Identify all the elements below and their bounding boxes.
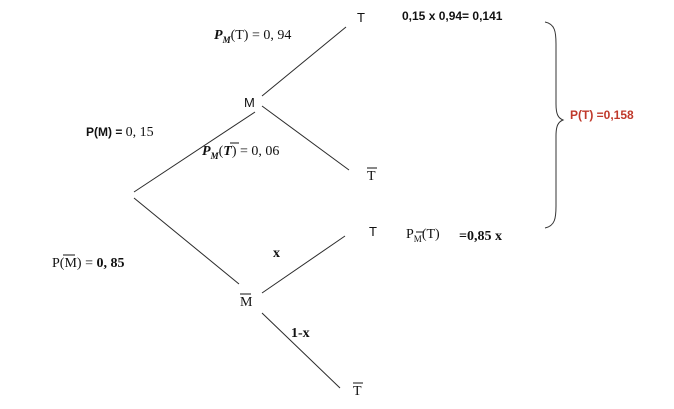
- label-pM-T-bar-sub: M: [210, 151, 220, 161]
- label-p-M-value: 0, 15: [126, 125, 154, 140]
- node-M: M: [244, 95, 255, 110]
- node-M-bar: M: [240, 295, 253, 310]
- label-pM-T-rest: (T) = 0, 94: [231, 28, 292, 43]
- label-pM-T-sub: M: [222, 35, 232, 45]
- branch-M-to-T-bar: [261, 105, 350, 171]
- result-p-T: P(T) =0,158: [570, 108, 634, 122]
- label-pMbar-T-rest: (T): [422, 227, 440, 242]
- label-p-M: P(M) = 0, 15: [86, 125, 154, 140]
- calc-top: 0,15 x 0,94= 0,141: [402, 9, 503, 23]
- label-pMbar-T-P: P: [406, 227, 414, 242]
- branch-M-bar-to-T: [261, 235, 346, 294]
- label-x: x: [273, 246, 280, 261]
- node-T-bar-lower: T: [353, 384, 362, 399]
- label-pM-T: PM(T) = 0, 94: [214, 28, 291, 45]
- branch-root-to-M: [133, 111, 256, 193]
- label-pMbar-T-value: =0,85 x: [459, 229, 502, 244]
- label-pM-T-bar-T: T: [223, 144, 233, 159]
- branch-root-to-M-bar: [133, 197, 240, 285]
- label-pM-T-bar: PM(T) = 0, 06: [202, 144, 279, 161]
- label-pM-T-bar-close: ) = 0, 06: [232, 144, 280, 159]
- node-T-top: T: [357, 10, 365, 25]
- label-pMbar-T-sub: M: [414, 234, 422, 244]
- label-pM-T-bar-open: (: [219, 144, 224, 159]
- label-p-M-bar-letter: M: [64, 256, 77, 271]
- label-pM-T-bar-P: P: [202, 144, 211, 159]
- label-p-M-prefix: P(M) =: [86, 125, 126, 139]
- branch-M-to-T: [261, 26, 347, 97]
- label-p-M-bar-prefix: P(: [52, 256, 65, 271]
- label-p-M-bar-suffix: ) =: [77, 256, 97, 271]
- label-p-M-bar: P(M) = 0, 85: [52, 256, 124, 271]
- label-p-M-bar-value: 0, 85: [96, 256, 124, 271]
- node-T-bar-upper: T: [367, 169, 376, 184]
- right-brace: [544, 21, 565, 229]
- branch-M-bar-to-T-bar: [261, 312, 341, 389]
- label-pM-T-P: P: [214, 28, 223, 43]
- label-pMbar-T: PM(T): [406, 227, 440, 244]
- label-one-minus-x: 1-x: [291, 326, 310, 341]
- node-T-lower: T: [369, 224, 377, 239]
